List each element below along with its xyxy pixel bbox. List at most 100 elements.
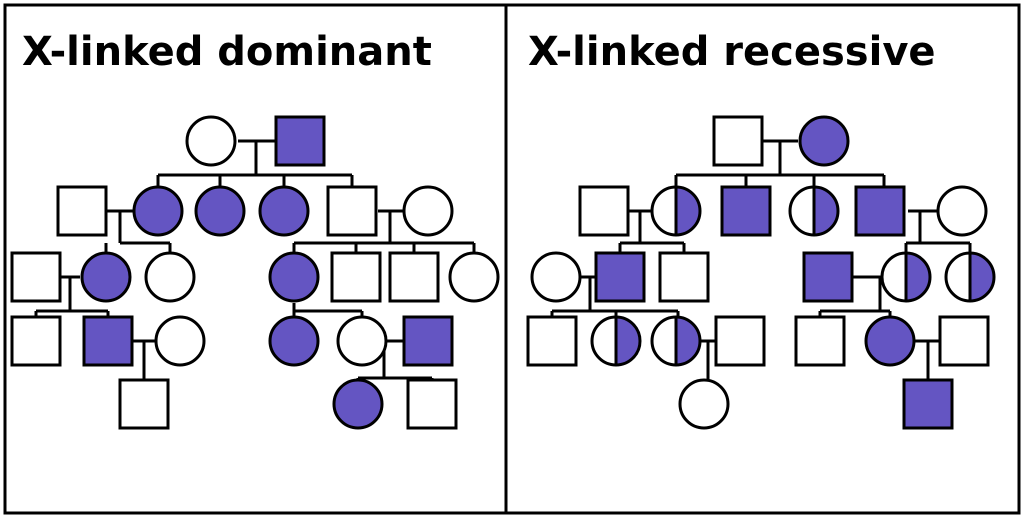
male-square <box>902 378 954 430</box>
male-square <box>56 185 108 237</box>
female-circle-outline <box>650 185 702 237</box>
gen2-female-affected <box>258 185 310 237</box>
carrier-half-fill <box>616 317 640 365</box>
gen2-female-carrier <box>788 185 840 237</box>
gen3-female-carrier <box>944 251 996 303</box>
gen1-female-affected <box>798 115 850 167</box>
panel-title-recessive: X-linked recessive <box>528 29 936 75</box>
female-circle <box>332 378 384 430</box>
female-circle <box>132 185 184 237</box>
male-square <box>10 315 62 367</box>
female-circle-outline <box>880 251 932 303</box>
male-square <box>326 185 378 237</box>
figure-frame <box>3 3 1021 515</box>
gen3-female-affected <box>268 251 320 303</box>
female-circle <box>936 185 988 237</box>
gen2-female-carrier <box>650 185 702 237</box>
male-square <box>714 315 766 367</box>
carrier-half-fill <box>676 187 700 235</box>
male-square <box>330 251 382 303</box>
gen3-female-unaffected <box>448 251 500 303</box>
male-square <box>388 251 440 303</box>
gen5-male-unaffected <box>406 378 458 430</box>
gen3-female-unaffected <box>144 251 196 303</box>
carrier-half-fill <box>906 253 930 301</box>
gen4-male-unaffected <box>938 315 990 367</box>
male-square <box>658 251 710 303</box>
pedigree-lines <box>34 139 972 404</box>
male-square <box>118 378 170 430</box>
female-circle <box>268 315 320 367</box>
gen2-female-affected <box>132 185 184 237</box>
gen4-female-unaffected <box>336 315 388 367</box>
female-circle <box>798 115 850 167</box>
male-square <box>794 315 846 367</box>
gen3-male-affected <box>594 251 646 303</box>
gen5-male-affected <box>902 378 954 430</box>
gen4-male-unaffected <box>714 315 766 367</box>
gen4-female-carrier <box>650 315 702 367</box>
male-square <box>802 251 854 303</box>
gen2-male-unaffected <box>578 185 630 237</box>
male-square <box>854 185 906 237</box>
female-circle <box>258 185 310 237</box>
gen1-male-unaffected <box>712 115 764 167</box>
female-circle-outline <box>650 315 702 367</box>
gen4-female-affected <box>864 315 916 367</box>
gen4-male-unaffected <box>526 315 578 367</box>
carrier-half-fill <box>814 187 838 235</box>
gen4-male-affected <box>402 315 454 367</box>
male-square <box>720 185 772 237</box>
male-square <box>594 251 646 303</box>
gen2-female-unaffected <box>402 185 454 237</box>
female-circle <box>530 251 582 303</box>
male-square <box>526 315 578 367</box>
gen5-female-unaffected <box>678 378 730 430</box>
female-circle <box>864 315 916 367</box>
female-circle <box>336 315 388 367</box>
gen2-male-affected <box>854 185 906 237</box>
gen2-female-affected <box>194 185 246 237</box>
gen2-male-unaffected <box>326 185 378 237</box>
gen2-male-unaffected <box>56 185 108 237</box>
gen1-male-affected <box>274 115 326 167</box>
gen5-male-unaffected <box>118 378 170 430</box>
gen3-male-affected <box>802 251 854 303</box>
pedigree-nodes <box>10 115 996 430</box>
female-circle-outline <box>788 185 840 237</box>
carrier-half-fill <box>970 253 994 301</box>
gen3-male-unaffected <box>10 251 62 303</box>
gen4-female-carrier <box>590 315 642 367</box>
female-circle <box>402 185 454 237</box>
male-square <box>402 315 454 367</box>
male-square <box>578 185 630 237</box>
male-square <box>406 378 458 430</box>
female-circle <box>144 251 196 303</box>
male-square <box>82 315 134 367</box>
gen5-female-affected <box>332 378 384 430</box>
female-circle <box>194 185 246 237</box>
gen2-male-affected <box>720 185 772 237</box>
female-circle <box>185 115 237 167</box>
female-circle <box>448 251 500 303</box>
gen3-female-affected <box>80 251 132 303</box>
female-circle-outline <box>944 251 996 303</box>
male-square <box>274 115 326 167</box>
male-square <box>10 251 62 303</box>
gen3-male-unaffected <box>330 251 382 303</box>
gen3-male-unaffected <box>658 251 710 303</box>
gen3-female-carrier <box>880 251 932 303</box>
gen4-male-affected <box>82 315 134 367</box>
gen4-female-affected <box>268 315 320 367</box>
male-square <box>712 115 764 167</box>
female-circle <box>678 378 730 430</box>
carrier-half-fill <box>676 317 700 365</box>
gen3-male-unaffected <box>388 251 440 303</box>
gen2-female-unaffected <box>936 185 988 237</box>
female-circle <box>80 251 132 303</box>
female-circle <box>154 315 206 367</box>
gen1-female-unaffected <box>185 115 237 167</box>
male-square <box>938 315 990 367</box>
female-circle <box>268 251 320 303</box>
